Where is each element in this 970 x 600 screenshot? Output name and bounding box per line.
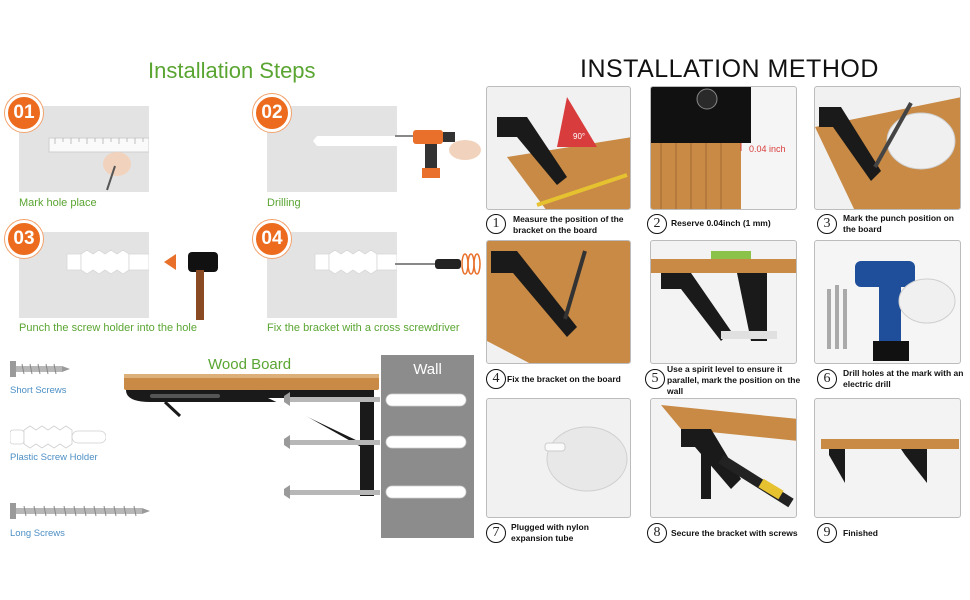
step-8-caption: Secure the bracket with screws [671,528,798,538]
step-6-number: 6 [817,369,837,389]
step-04-badge: 04 [253,220,291,258]
step-02-caption: Drilling [267,197,301,209]
step-9-number: 9 [817,523,837,543]
measure-note: 0.04 inch [749,144,786,154]
long-screws-label: Long Screws [10,528,65,539]
step-5-number: 5 [645,369,665,389]
plastic-screw-holder-label: Plastic Screw Holder [10,452,98,463]
wall-label: Wall [413,361,442,378]
installation-steps-title: Installation Steps [148,58,316,83]
photo-step-2: 0.04 inch [650,86,797,210]
step-9-caption: Finished [843,528,878,538]
step-7-caption: Plugged with nylon expansion tube [511,522,589,543]
step-8-number: 8 [647,523,667,543]
photo-step-3 [814,86,961,210]
step-7-number: 7 [486,523,506,543]
step-1-caption: Measure the position of the bracket on t… [513,214,624,235]
bracket-diagram [120,372,470,522]
photo-step-1: 90° [486,86,631,210]
screw-holder-illustration [66,249,149,275]
screwdriver-icon [395,250,485,280]
drill-hole-illustration [313,136,397,146]
photo-step-7 [486,398,631,518]
photo-step-6 [814,240,961,364]
short-screws-label: Short Screws [10,385,67,396]
photo-step-8 [650,398,797,518]
step-3-caption: Mark the punch position on the board [843,213,954,234]
step-4-caption: Fix the bracket on the board [507,374,621,384]
step-04-caption: Fix the bracket with a cross screwdriver [267,322,460,334]
step-01-caption: Mark hole place [19,197,97,209]
step-1-number: 1 [486,214,506,234]
plastic-screw-holder-icon [10,424,106,450]
step-6-caption: Drill holes at the mark with an electric… [843,368,964,389]
svg-text:90°: 90° [573,132,585,141]
drill-icon [395,120,485,180]
step-5-caption: Use a spirit level to ensure it parallel… [667,364,801,396]
step-3-number: 3 [817,214,837,234]
photo-step-4 [486,240,631,364]
step-2-number: 2 [647,214,667,234]
step-03-badge: 03 [5,220,43,258]
hammer-icon [162,248,222,322]
installation-method-title: INSTALLATION METHOD [580,55,879,83]
long-screw-icon [10,500,150,522]
short-screw-icon [10,358,70,380]
step-02-badge: 02 [253,94,291,132]
step-03-caption: Punch the screw holder into the hole [19,322,197,334]
photo-step-9 [814,398,961,518]
step-4-number: 4 [486,369,506,389]
wood-board-label: Wood Board [208,356,292,373]
ruler-illustration [48,137,149,191]
fixed-holder-illustration [314,249,397,275]
step-2-caption: Reserve 0.04inch (1 mm) [671,218,771,228]
step-01-badge: 01 [5,94,43,132]
photo-step-5 [650,240,797,364]
